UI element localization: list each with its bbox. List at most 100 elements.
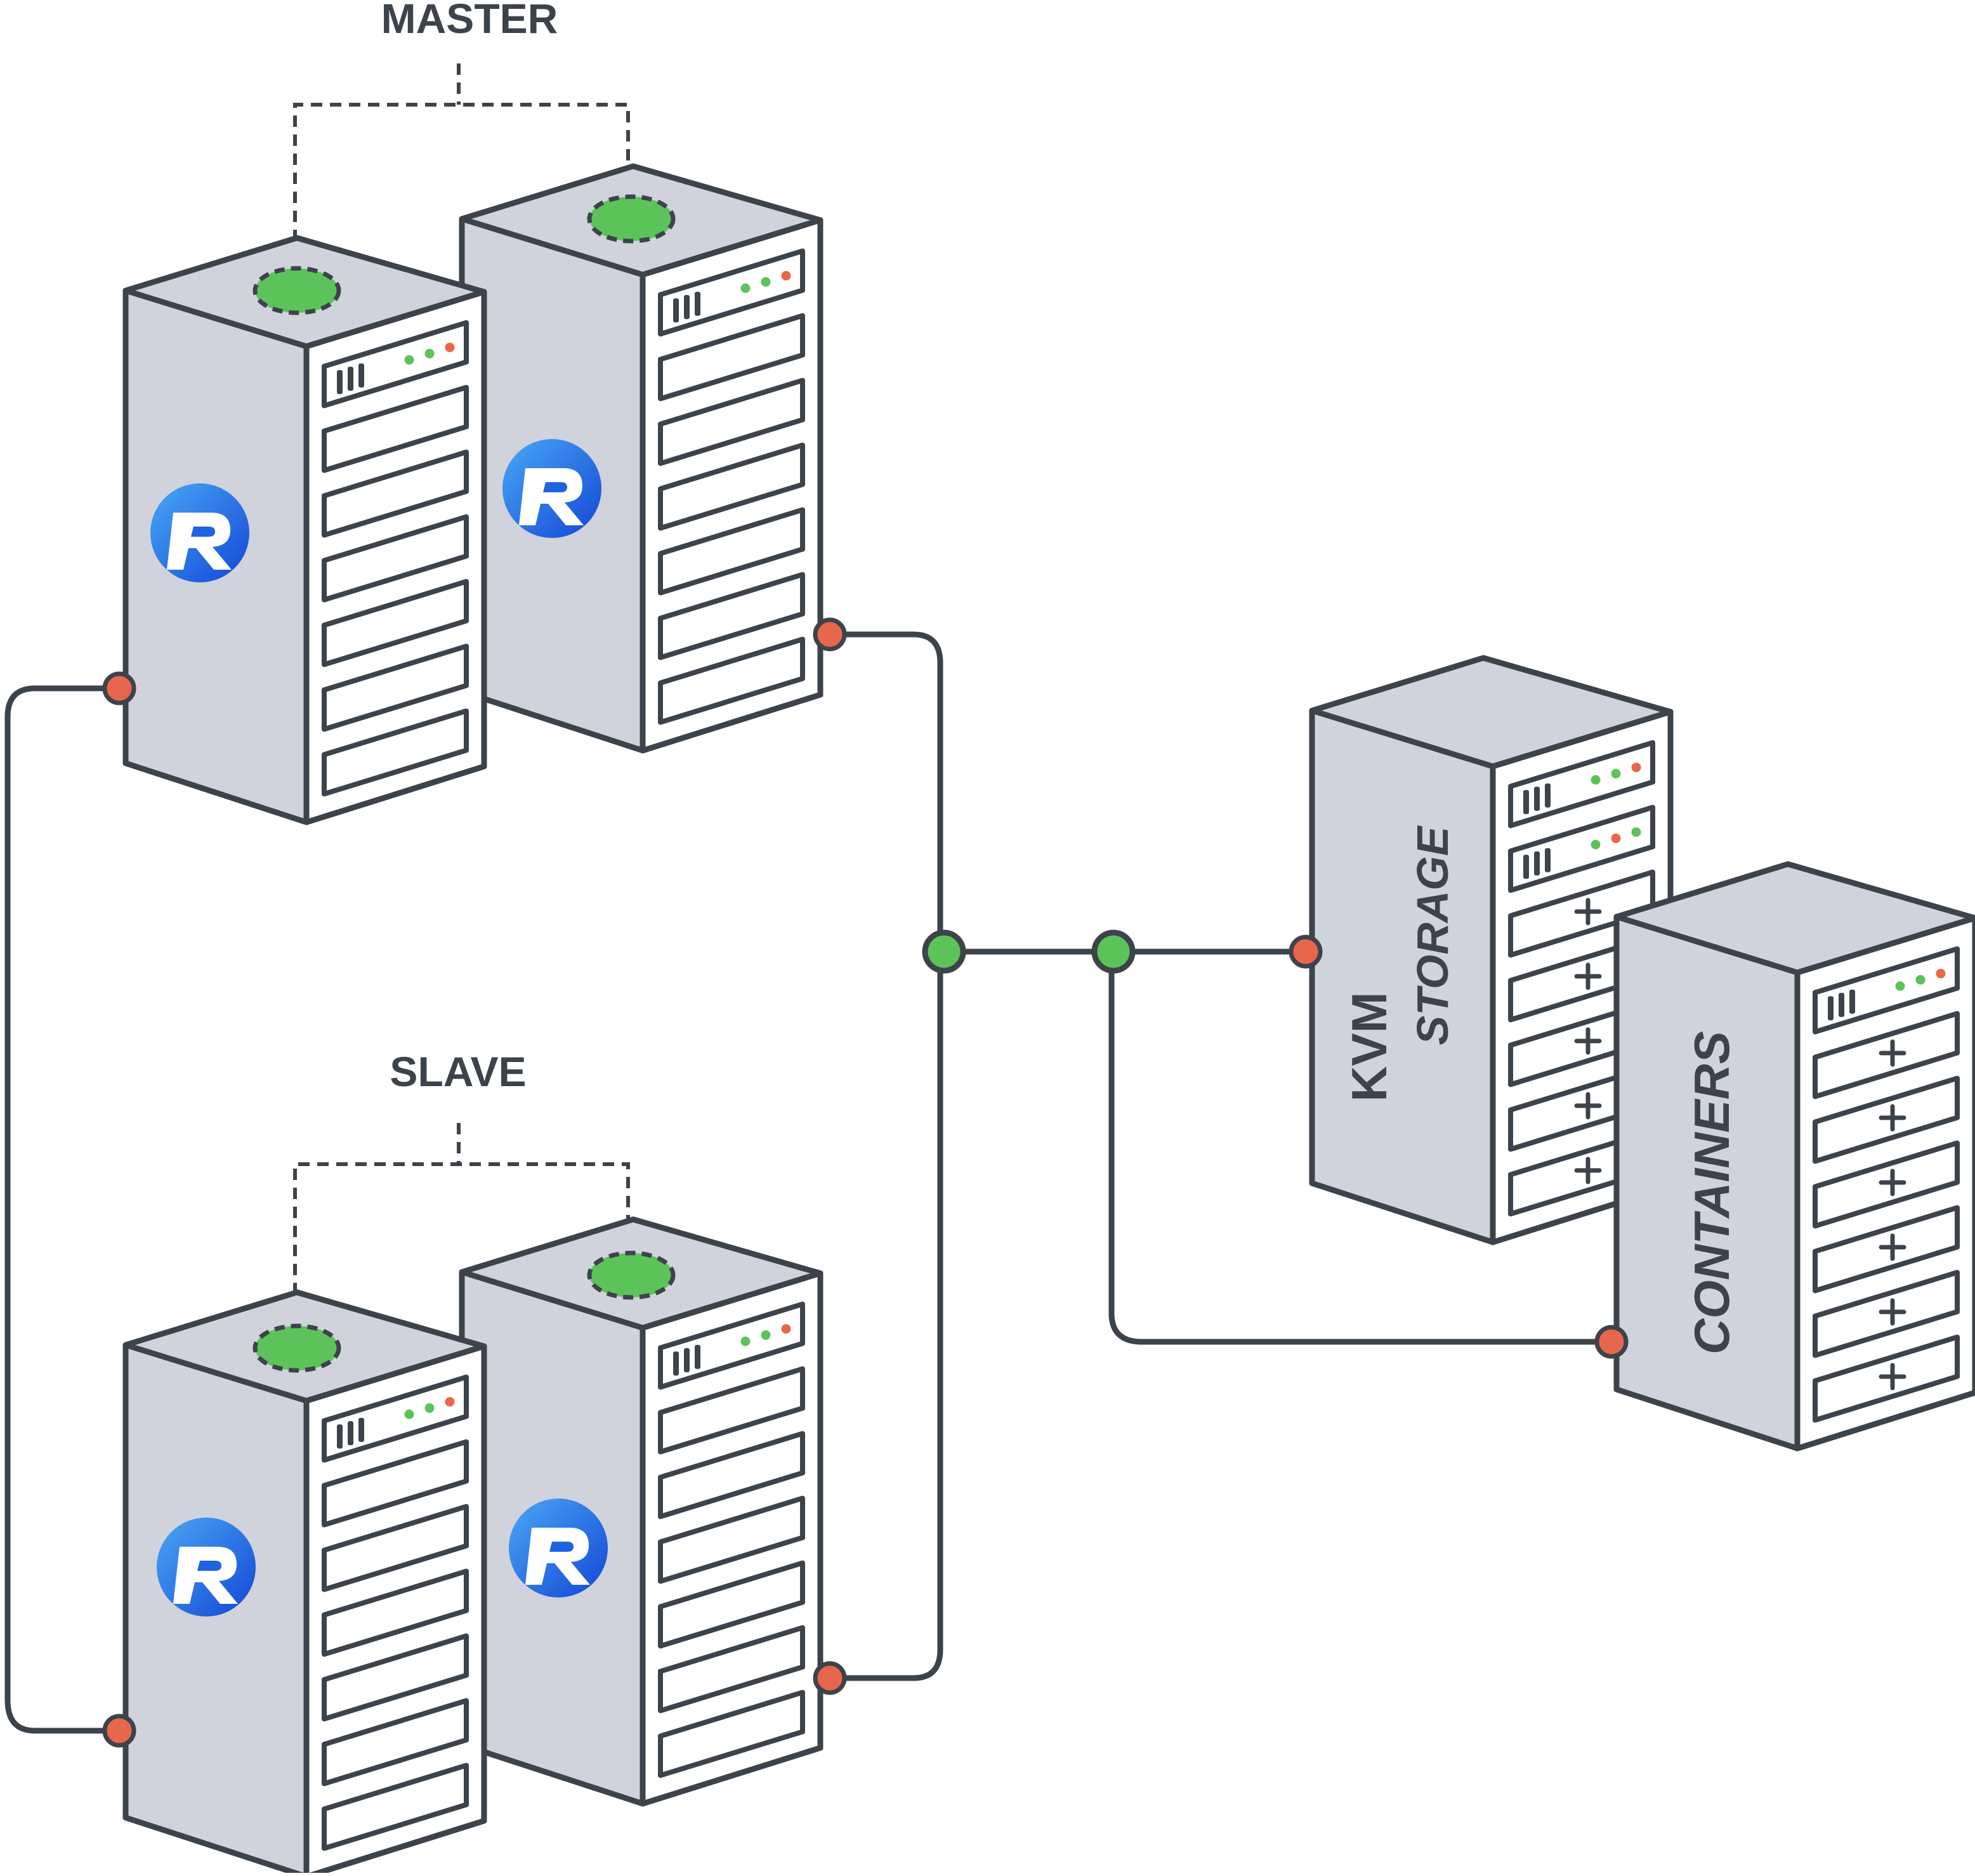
slave-server-1 (102, 1289, 487, 1876)
status-led-icon (761, 1330, 771, 1340)
drive-slot-icon (322, 449, 469, 538)
kvm-storage-server (1289, 655, 1674, 1245)
status-led-icon (445, 343, 455, 353)
status-led-icon (740, 1336, 751, 1346)
status-led-icon (1915, 974, 1926, 985)
status-led-icon (1591, 775, 1601, 785)
link-left-loop (4, 685, 121, 1734)
vent-bar-icon (1839, 993, 1844, 1018)
plus-icon (1574, 1157, 1602, 1184)
network-port-icon (813, 617, 847, 652)
vent-bar-icon (358, 1417, 364, 1442)
drive-slot-icon (658, 1366, 805, 1455)
plus-icon (1879, 1104, 1906, 1132)
r-logo-icon (157, 1518, 256, 1617)
drive-slot-icon (658, 1560, 805, 1649)
vent-bar-icon (337, 370, 343, 395)
vent-bar-icon (684, 1348, 690, 1373)
slave-bracket (293, 1123, 630, 1294)
status-led-icon (1895, 981, 1905, 991)
plus-icon (1879, 1233, 1906, 1261)
drive-slot-icon (658, 507, 805, 596)
vent-bar-icon (1849, 989, 1855, 1014)
plus-icon (1574, 1092, 1602, 1120)
plus-icon (1574, 898, 1602, 926)
network-port-icon (1594, 1325, 1629, 1359)
status-led-icon (404, 1409, 414, 1419)
status-led-icon (740, 283, 751, 293)
vent-bar-icon (684, 295, 690, 320)
status-led-icon (1631, 763, 1641, 773)
storage-label: STORAGE (1408, 825, 1457, 1045)
status-led-icon (1591, 839, 1601, 849)
status-led-icon (781, 271, 791, 281)
vent-bar-icon (1545, 783, 1551, 808)
drive-slot-icon (322, 643, 469, 732)
junction-nodes (922, 929, 1136, 974)
vent-bar-icon (1523, 855, 1529, 879)
containers-server (1594, 861, 1975, 1452)
network-port-icon (102, 671, 136, 705)
link-switch-to-containers (1108, 948, 1615, 1345)
master-server-2 (459, 163, 847, 754)
vent-bar-icon (348, 367, 353, 391)
r-logo-icon (502, 439, 601, 538)
master-label: MASTER (381, 0, 558, 42)
plus-icon (1879, 1298, 1906, 1326)
network-port-icon (813, 1661, 847, 1695)
drive-slot-icon (658, 636, 805, 725)
status-led-icon (404, 355, 414, 365)
top-connector-icon (253, 1323, 341, 1373)
master-bracket (293, 63, 630, 241)
drive-slot-icon (658, 442, 805, 531)
vent-bar-icon (348, 1421, 353, 1446)
r-logo-icon (150, 483, 249, 582)
plus-icon (1574, 1027, 1602, 1055)
containers-label: CONTAINERS (1684, 1031, 1740, 1355)
vent-bar-icon (695, 1344, 700, 1369)
status-led-icon (781, 1324, 791, 1334)
drive-slot-icon (322, 579, 469, 667)
slave-label: SLAVE (390, 1048, 526, 1095)
status-led-icon (1611, 833, 1621, 843)
vent-bar-icon (1545, 848, 1551, 872)
drive-slot-icon (658, 1431, 805, 1519)
status-led-icon (445, 1397, 455, 1407)
slave-server-2 (459, 1216, 847, 1807)
vent-bar-icon (337, 1424, 343, 1449)
plus-icon (1879, 1169, 1906, 1197)
status-led-icon (424, 348, 435, 358)
drive-slot-icon (322, 1698, 469, 1787)
status-led-icon (1631, 827, 1641, 837)
vent-bar-icon (1828, 996, 1834, 1021)
link-right-bus (828, 631, 943, 1681)
drive-slot-icon (658, 1625, 805, 1714)
vent-bar-icon (673, 1351, 679, 1376)
drive-slot-icon (322, 514, 469, 603)
drive-slot-icon (658, 1689, 805, 1778)
vent-bar-icon (695, 291, 700, 316)
status-led-icon (424, 1403, 435, 1413)
master-server-1 (102, 235, 487, 825)
drive-slot-icon (658, 1495, 805, 1584)
top-connector-icon (587, 194, 676, 244)
plus-icon (1574, 962, 1602, 990)
drive-slot-icon (322, 1439, 469, 1528)
drive-slot-icon (322, 708, 469, 797)
drive-slot-icon (658, 572, 805, 660)
top-connector-icon (253, 266, 341, 315)
top-connector-icon (587, 1250, 676, 1300)
vent-bar-icon (1523, 790, 1529, 815)
status-led-icon (1936, 969, 1946, 979)
network-port-icon (1289, 935, 1323, 969)
vent-bar-icon (673, 298, 679, 323)
network-port-icon (102, 1714, 136, 1748)
drive-slot-icon (658, 377, 805, 466)
plus-icon (1879, 1039, 1906, 1067)
status-led-icon (761, 277, 771, 287)
vent-bar-icon (1534, 851, 1540, 876)
drive-slot-icon (322, 1762, 469, 1851)
drive-slot-icon (322, 1568, 469, 1657)
